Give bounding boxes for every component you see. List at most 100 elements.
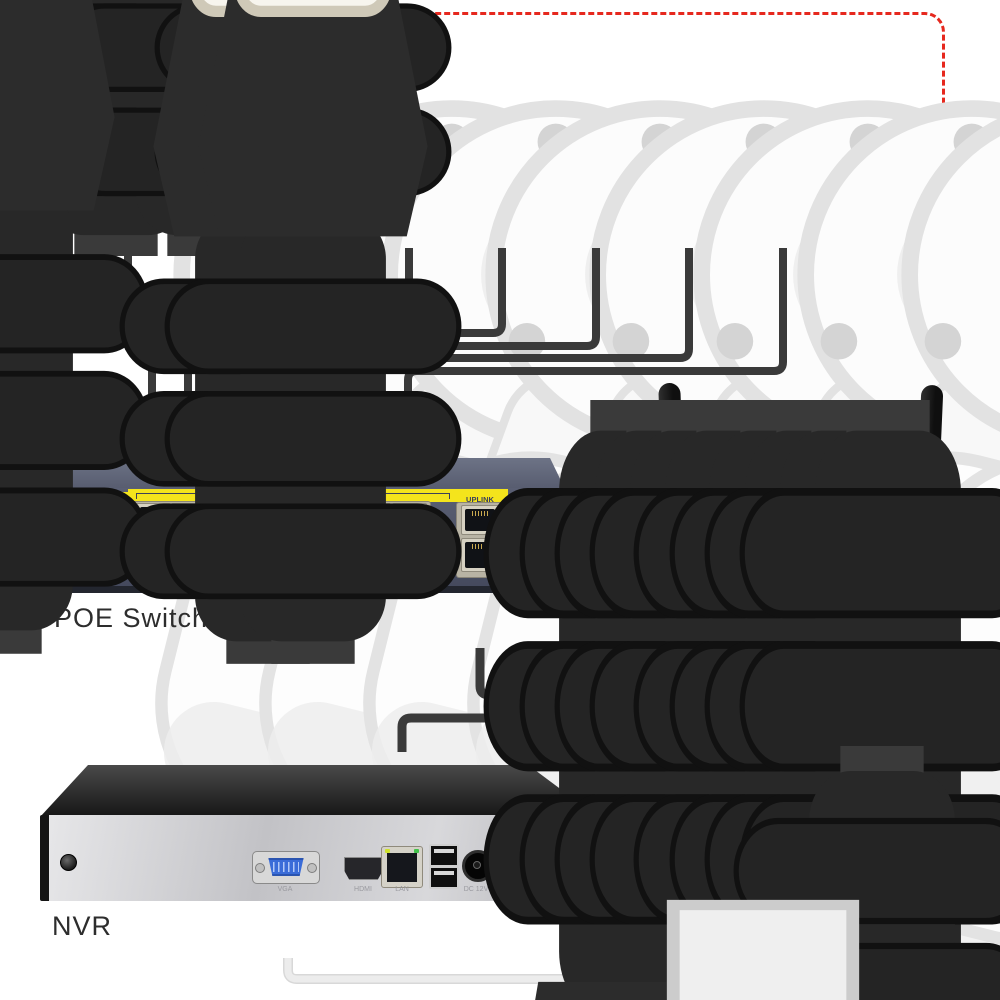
monitor-view-beige-house	[687, 856, 760, 892]
vga-cable	[284, 958, 714, 983]
router-lan-port	[765, 547, 785, 569]
switch-poe-port	[136, 503, 171, 537]
nvr-lan-label: LAN	[395, 886, 409, 893]
camera-cables	[124, 248, 787, 412]
camera-ethernet-cable	[334, 248, 600, 412]
nvr-power-jack	[462, 850, 494, 882]
nvr-usb-ports	[429, 844, 459, 889]
camera-ethernet-cable	[298, 248, 506, 412]
nvr-vga-port	[252, 851, 320, 884]
monitor-view-house-with-pool	[687, 746, 880, 856]
camera-ethernet-cable	[124, 248, 156, 412]
switch-poe-port	[356, 537, 392, 572]
router-base	[656, 575, 944, 590]
switch-port-led	[139, 570, 148, 579]
router-usb-port	[807, 547, 820, 566]
rj45-connector-switch	[591, 399, 885, 1000]
switch-poe-port	[241, 503, 277, 537]
router-to-nvr-cable	[397, 658, 798, 752]
switch-power-label: POWER	[494, 564, 520, 570]
switch-poe-port	[206, 503, 242, 537]
switch-poe-port	[241, 537, 277, 572]
monitor-view-green-field	[880, 789, 944, 820]
nvr-right-edge	[587, 813, 599, 901]
camera-ethernet-cable	[404, 248, 787, 412]
nvr-screw	[564, 854, 581, 871]
monitor-control-dot	[859, 892, 862, 895]
poe-camera-group-label: POE IP Camera	[80, 16, 287, 46]
vga-connector-monitor	[936, 905, 1000, 1000]
switch-poe-port	[286, 537, 321, 572]
camera-ethernet-cable	[184, 248, 226, 412]
router-phone-port	[706, 546, 723, 568]
vga-cable-outline	[283, 958, 715, 984]
switch-poe-port	[321, 537, 357, 572]
monitor-view-white-interior	[823, 856, 880, 892]
switch-poe-port	[136, 537, 171, 572]
monitor-screen	[687, 746, 944, 892]
router-lan-port	[746, 547, 766, 569]
switch-power-led	[536, 569, 545, 578]
nvr-label: NVR	[52, 911, 113, 941]
switch-badge-title: Smart Switch	[44, 503, 124, 517]
switch-poe-port	[171, 537, 207, 572]
switch-extend-toggle: OFF/ON Extend	[428, 541, 456, 575]
switch-poe-port	[286, 503, 321, 537]
nvr-lan-port	[381, 846, 423, 888]
camera-ethernet-cable	[254, 248, 413, 412]
switch-uplink-label: UPLINK	[466, 495, 494, 504]
switch-port-led	[292, 570, 302, 579]
nvr-vga-label: VGA	[277, 886, 293, 893]
router-lan-port	[784, 547, 804, 569]
switch-poe-port	[321, 503, 357, 537]
router-label: Router	[806, 458, 894, 488]
switch-port-led	[310, 570, 319, 579]
monitor-view-house-with-car	[760, 856, 823, 892]
nvr-hdmi-port	[344, 857, 383, 880]
router-coax-connector	[869, 548, 885, 564]
switch-port-led	[275, 570, 285, 579]
switch-poe-port	[171, 503, 207, 537]
switch-uplink-strip: UPLINK	[452, 489, 508, 504]
router-power-switch	[907, 550, 919, 565]
switch-badge-line2: 2UPLINK 1000Mbps	[42, 531, 99, 537]
monitor-label: Monitor	[842, 708, 940, 738]
switch-label: POE Switch	[54, 603, 209, 633]
switch-poe-port	[391, 537, 427, 572]
switch-port-led	[241, 570, 251, 579]
router-lan-port	[727, 547, 746, 569]
nvr-left-edge	[40, 815, 49, 901]
switch-uplink-to-router-cable	[475, 648, 753, 700]
monitor-view-warm-interior	[880, 746, 944, 789]
router-reset-hole	[824, 553, 828, 557]
switch-port-led	[224, 570, 234, 579]
switch-uplink-port	[461, 505, 499, 535]
router-top-face	[658, 497, 945, 542]
switch-badge-line1: 16POE 10/100Mbps	[42, 522, 98, 528]
monitor-stand-base	[741, 931, 891, 942]
rj45-connector-switch	[741, 399, 1000, 1000]
vga-connector-nvr	[518, 904, 1000, 1000]
switch-port-led	[258, 570, 268, 579]
monitor-control-dot	[845, 892, 848, 895]
rj45-connector-switch	[556, 399, 850, 1000]
switch-poe-port	[206, 537, 242, 572]
nvr-screw	[60, 854, 77, 871]
switch-port-led	[395, 570, 405, 579]
nvr-top-face	[40, 765, 598, 817]
monitor-view-suburban-houses	[880, 820, 944, 856]
router-phone-port	[688, 546, 705, 568]
switch-poe-port	[391, 503, 427, 537]
camera-ethernet-cable	[219, 248, 319, 412]
monitor-view-dark-living-room	[880, 856, 944, 892]
extend-toggle-label-bottom: Extend	[432, 547, 452, 553]
nvr-hdmi-label: HDMI	[354, 886, 372, 893]
switch-top-face	[30, 458, 565, 489]
monitor-control-dot	[838, 892, 841, 895]
rj45-connector-switch	[706, 399, 1000, 1000]
camera-ethernet-cable	[369, 248, 693, 412]
switch-poe-port	[356, 503, 392, 537]
monitor-control-dot	[852, 892, 855, 895]
router-power-jack	[889, 549, 908, 568]
